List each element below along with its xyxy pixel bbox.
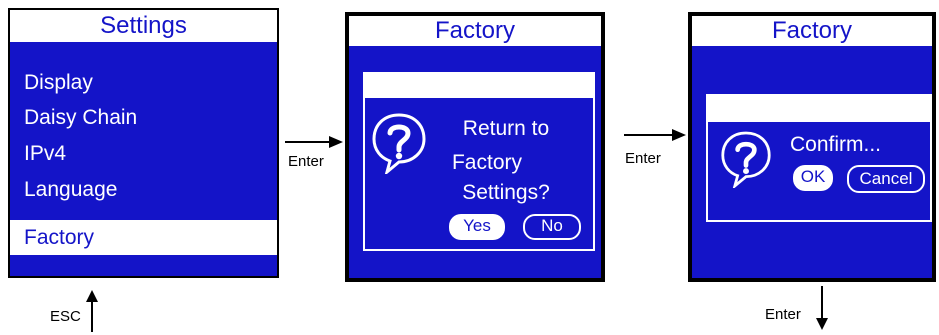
menu-item-ipv4[interactable]: IPv4 <box>24 142 67 165</box>
yes-button[interactable]: Yes <box>449 214 505 240</box>
esc-label: ESC <box>50 308 81 325</box>
confirm-prompt: Confirm... <box>790 133 882 156</box>
question-bubble-icon <box>721 131 771 188</box>
factory-prompt-line-3: Settings? <box>462 181 550 204</box>
factory-title: Factory <box>349 16 601 46</box>
esc-arrow <box>86 290 98 332</box>
confirm-header-bar <box>706 94 932 122</box>
factory-screen: Factory Return to Factory Settings? Yes … <box>345 12 605 282</box>
dialog-header-bar <box>363 72 595 98</box>
factory-prompt-line-1: Return to <box>462 117 550 140</box>
no-button[interactable]: No <box>523 214 581 240</box>
factory-prompt-line-2: Factory <box>451 151 522 174</box>
cancel-button[interactable]: Cancel <box>847 165 925 193</box>
confirm-screen: Factory Confirm... OK Cancel <box>688 12 936 282</box>
menu-item-language[interactable]: Language <box>24 178 118 201</box>
settings-screen: Settings Display Daisy Chain IPv4 Langua… <box>8 8 279 278</box>
question-bubble-icon <box>372 113 426 174</box>
enter-label-3: Enter <box>765 306 801 323</box>
enter-label-2: Enter <box>625 150 661 167</box>
enter-arrow-3 <box>816 286 828 330</box>
enter-label-1: Enter <box>288 153 324 170</box>
ok-button[interactable]: OK <box>793 165 833 191</box>
enter-arrow-1 <box>285 136 343 148</box>
menu-item-factory[interactable]: Factory <box>10 220 277 255</box>
confirm-title: Factory <box>692 16 932 46</box>
menu-item-display[interactable]: Display <box>24 71 93 94</box>
menu-item-daisy-chain[interactable]: Daisy Chain <box>24 106 138 129</box>
settings-title: Settings <box>10 10 277 42</box>
enter-arrow-2 <box>624 129 686 141</box>
